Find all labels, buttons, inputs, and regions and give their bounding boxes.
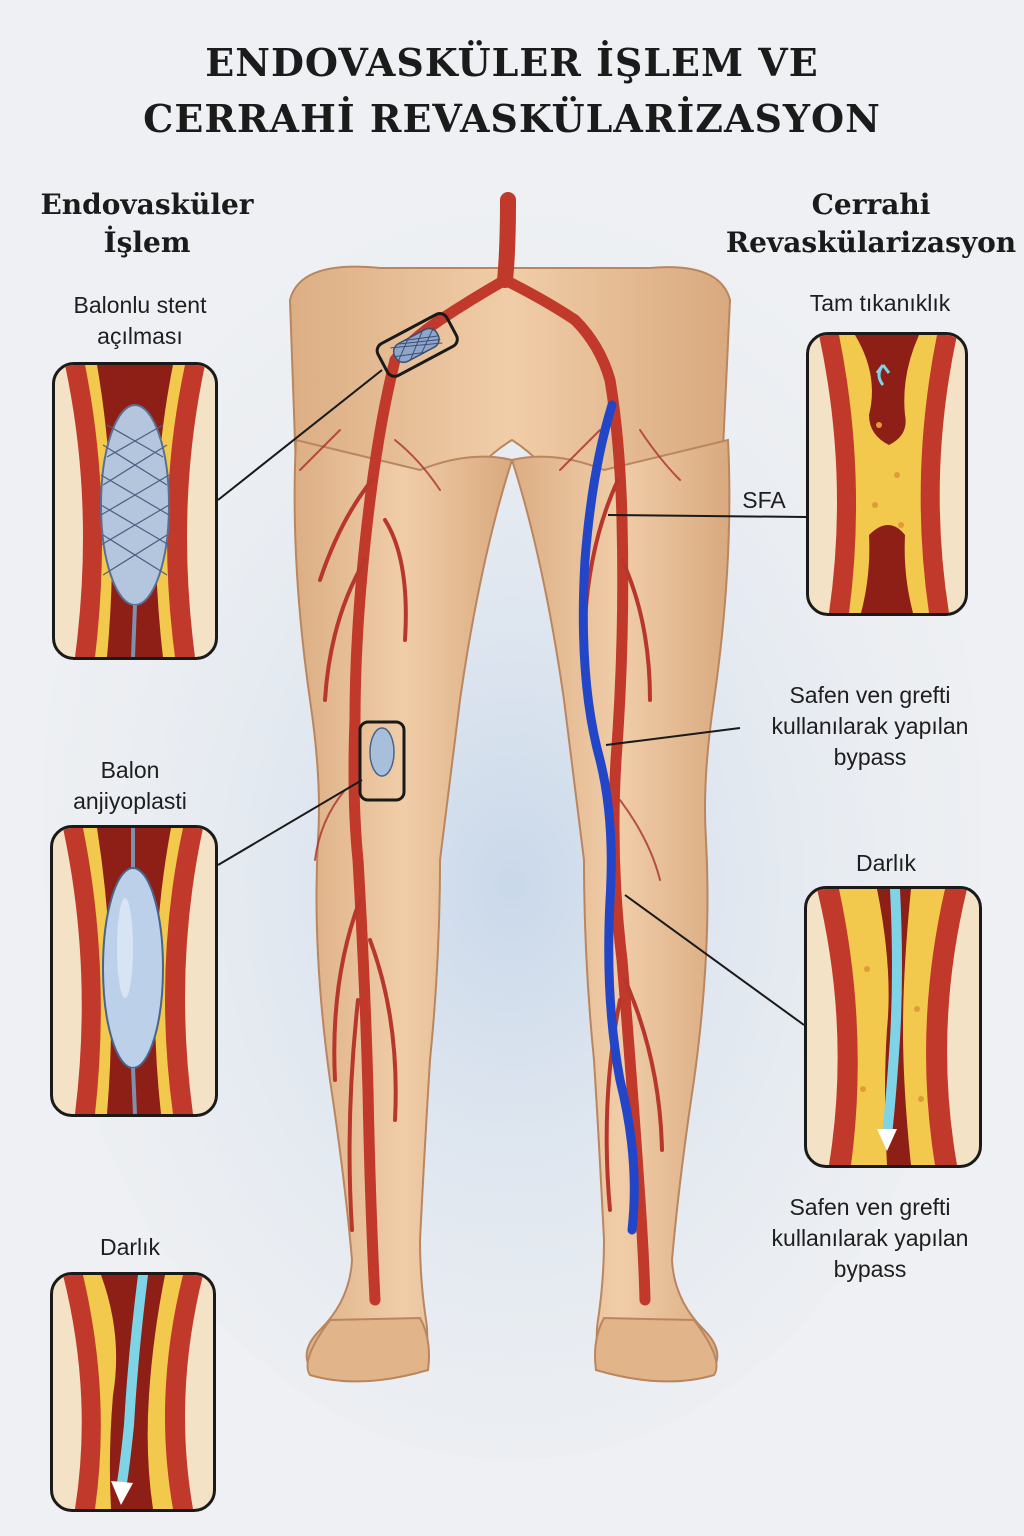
leader-lines	[217, 369, 807, 1026]
saphenous-vein-graft	[578, 400, 639, 1235]
right-foot	[594, 1316, 718, 1383]
right-stenosis-panel	[804, 886, 982, 1168]
occlusion-label: Tam tıkanıklık	[809, 290, 951, 316]
left-heading-line2: İşlem	[103, 226, 191, 259]
left-heading-line1: Endovasküler	[40, 188, 254, 221]
bypass-1-line2: kullanılarak yapılan	[771, 713, 969, 739]
left-column-heading: Endovasküler İşlem	[18, 186, 276, 262]
stent-panel	[52, 362, 218, 660]
bypass-2-line3: bypass	[833, 1256, 907, 1282]
occlusion-panel	[806, 332, 968, 616]
bypass-label-1: Safen ven grefti kullanılarak yapılan by…	[730, 680, 1010, 773]
stent-site-box	[375, 312, 459, 378]
left-foot	[306, 1316, 430, 1383]
right-heading-line1: Cerrahi	[811, 188, 931, 221]
balloon-artery-illustration	[63, 828, 203, 1114]
stent-label-line2: açılması	[97, 323, 183, 349]
right-heading-line2: Revaskülarizasyon	[725, 226, 1017, 259]
right-stenosis-illustration	[817, 889, 967, 1165]
page-title-line1: ENDOVASKÜLER İŞLEM VE	[205, 40, 819, 85]
bypass-1-line3: bypass	[833, 744, 907, 770]
left-stenosis-illustration	[63, 1275, 203, 1509]
balloon-label-line1: Balon	[100, 757, 160, 783]
aorta	[497, 192, 516, 288]
occlusion-illustration	[819, 335, 957, 613]
stent-artery-illustration	[65, 365, 205, 657]
bypass-2-line2: kullanılarak yapılan	[771, 1225, 969, 1251]
balloon-site-box	[358, 720, 406, 802]
bypass-1-line1: Safen ven grefti	[789, 682, 951, 708]
balloon-panel	[50, 825, 218, 1117]
stent-label-line1: Balonlu stent	[73, 292, 207, 318]
page-title-line2: CERRAHİ REVASKÜLARİZASYON	[143, 96, 881, 141]
bypass-label-2: Safen ven grefti kullanılarak yapılan by…	[730, 1192, 1010, 1285]
right-stenosis-label: Darlık	[855, 850, 917, 876]
balloon-label: Balon anjiyoplasti	[30, 755, 230, 817]
right-column-heading: Cerrahi Revaskülarizasyon	[718, 186, 1024, 262]
sfa-label: SFA	[742, 487, 786, 513]
balloon-label-line2: anjiyoplasti	[73, 788, 187, 814]
left-stenosis-panel	[50, 1272, 216, 1512]
stent-label: Balonlu stent açılması	[30, 290, 250, 352]
bypass-2-line1: Safen ven grefti	[789, 1194, 951, 1220]
left-stenosis-label: Darlık	[99, 1234, 161, 1260]
